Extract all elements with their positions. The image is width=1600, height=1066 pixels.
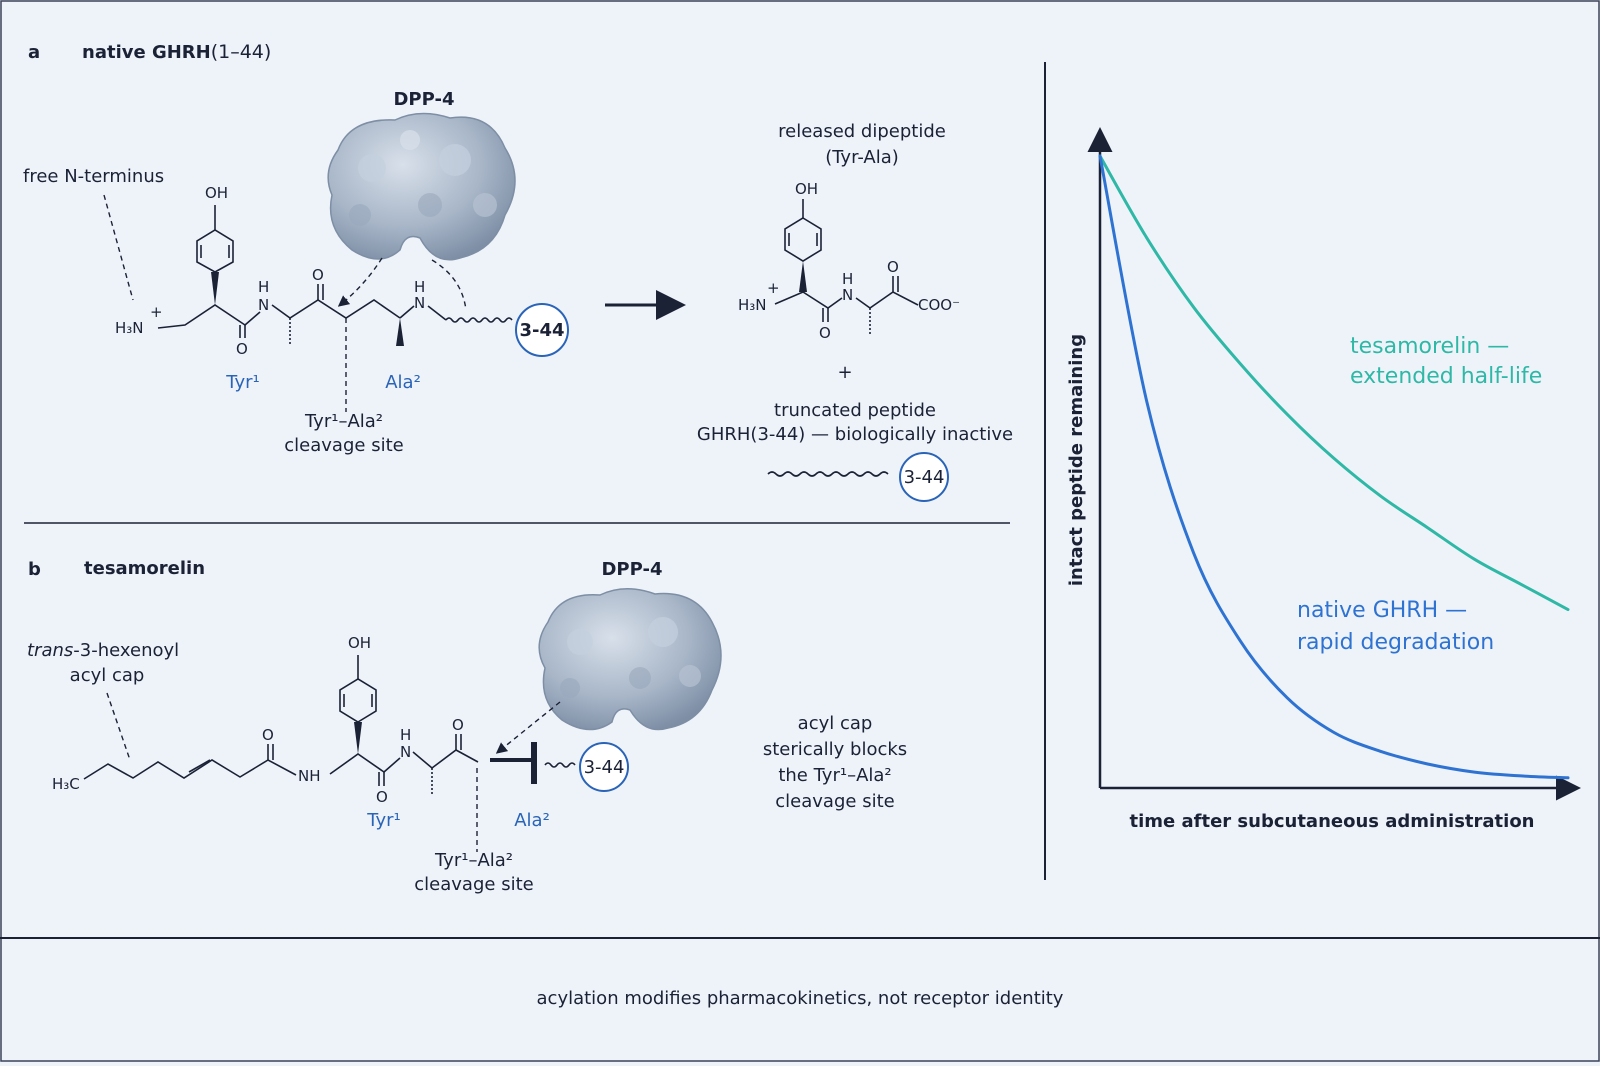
series-label-ghrh-line1: native GHRH — [1297, 598, 1467, 623]
panel-a-title: native GHRH(1–44) [82, 41, 271, 63]
dpp4-attack-arrow-b [495, 701, 561, 754]
panel-a: a native GHRH(1–44) DPP-4 free N-terminu… [23, 41, 1013, 502]
ghrh-h-atom-2: H [414, 278, 425, 296]
block-text-line3: the Tyr¹–Ala² [778, 765, 891, 786]
dipeptide-charge: + [767, 279, 780, 297]
footer-caption: acylation modifies pharmacokinetics, not… [537, 988, 1064, 1009]
dipeptide-o-atom-1: O [819, 324, 831, 342]
tesa-o-atom-1: O [262, 726, 274, 744]
ghrh-n-atom-2: N [414, 294, 425, 312]
block-text-line1: acyl cap [798, 713, 873, 734]
ghrh-oh-atom: OH [205, 184, 228, 202]
panel-b-tyr-label: Tyr¹ [366, 810, 400, 831]
truncated-circle [899, 452, 949, 502]
released-line1: released dipeptide [778, 121, 946, 142]
series-line-native-ghrh [1098, 154, 1570, 780]
series-layer [1098, 154, 1570, 780]
cap-label-line2: acyl cap [70, 665, 145, 686]
truncated-line2: GHRH(3-44) — biologically inactive [697, 424, 1013, 445]
panel-a-cleavage-line2: cleavage site [284, 435, 403, 456]
panel-b-ala-label: Ala² [514, 810, 550, 831]
panel-b-title: tesamorelin [84, 558, 205, 579]
panel-a-ala-label: Ala² [385, 372, 421, 393]
series-label-tesamorelin-line1: tesamorelin — [1350, 334, 1509, 359]
dipeptide-h-atom: H [842, 270, 853, 288]
panel-b: b tesamorelin DPP-4 trans-3-hexenoyl acy… [27, 558, 907, 895]
panel-a-cleavage-line1: Tyr¹–Ala² [304, 411, 383, 432]
degradation-chart: intact peptide remaining time after subc… [1066, 127, 1581, 832]
tesa-o-atom-2: O [376, 788, 388, 806]
panel-a-enzyme-label: DPP-4 [393, 89, 454, 110]
free-n-leader [103, 194, 134, 301]
dpp4-attack-arrow-a [337, 257, 383, 307]
tesa-h-atom: H [400, 726, 411, 744]
panel-a-chain-circle [515, 303, 569, 357]
panel-a-chain-label: 3-44 [519, 320, 564, 341]
dipeptide-n-atom: N [842, 286, 853, 304]
ghrh-charge: + [150, 303, 163, 321]
cap-label-leader [106, 692, 131, 761]
cap-label-italic: trans [27, 640, 73, 661]
dipeptide-h3n-atom: H₃N [738, 296, 767, 314]
cap-label-line1: trans-3-hexenoyl [27, 640, 179, 661]
panel-a-title-main: native GHRH [82, 42, 211, 63]
tesa-h3c-atom: H₃C [52, 775, 80, 793]
series-label-ghrh-line2: rapid degradation [1297, 630, 1494, 655]
dipeptide-oh-atom: OH [795, 180, 818, 198]
dipeptide-structure: OH H₃N + O N H O COO⁻ [738, 180, 960, 342]
x-axis-label: time after subcutaneous administration [1129, 811, 1534, 832]
panel-b-letter: b [28, 559, 41, 580]
ghrh-h-atom-1: H [258, 278, 269, 296]
dipeptide-coo-atom: COO⁻ [918, 296, 960, 314]
panel-b-enzyme-label: DPP-4 [601, 559, 662, 580]
dpp4-protein-b [538, 588, 722, 731]
ghrh-o-atom-1: O [236, 340, 248, 358]
plus-sign: + [837, 362, 852, 383]
series-line-tesamorelin [1098, 154, 1570, 612]
dipeptide-o-atom-2: O [887, 258, 899, 276]
block-text-line4: cleavage site [775, 791, 894, 812]
tesa-o-atom-3: O [452, 716, 464, 734]
tesa-n-atom: N [400, 743, 411, 761]
tesamorelin-structure: H₃C O NH OH O N H O [52, 634, 479, 852]
dpp4-dashed-curve-a [431, 259, 467, 311]
truncated-line1: truncated peptide [774, 400, 936, 421]
panel-a-tyr-label: Tyr¹ [225, 372, 259, 393]
panel-b-cleavage-line1: Tyr¹–Ala² [434, 850, 513, 871]
panel-a-letter: a [28, 42, 40, 63]
dpp4-protein-a [327, 112, 516, 261]
tesa-nh-atom: NH [298, 767, 321, 785]
panel-b-chain [544, 762, 576, 768]
panel-b-cleavage-line2: cleavage site [414, 874, 533, 895]
y-axis-label: intact peptide remaining [1066, 334, 1087, 586]
panel-a-title-sub: (1–44) [211, 41, 272, 63]
ghrh-structure: H₃N + OH O N H O N H [115, 184, 513, 412]
panel-b-chain-label: 3-44 [584, 757, 625, 778]
ghrh-n-atom-1: N [258, 296, 269, 314]
released-line2: (Tyr-Ala) [825, 147, 899, 168]
truncated-chain [767, 471, 889, 477]
block-symbol [490, 742, 537, 784]
cap-label-rest: -3-hexenoyl [73, 640, 179, 661]
tesa-oh-atom: OH [348, 634, 371, 652]
truncated-circle-label: 3-44 [904, 467, 945, 488]
ghrh-o-atom-2: O [312, 266, 324, 284]
block-text-line2: sterically blocks [763, 739, 907, 760]
free-n-terminus-label: free N-terminus [23, 166, 164, 187]
panel-b-chain-circle [579, 742, 629, 792]
series-label-tesamorelin-line2: extended half-life [1350, 364, 1542, 389]
ghrh-h3n-atom: H₃N [115, 319, 144, 337]
